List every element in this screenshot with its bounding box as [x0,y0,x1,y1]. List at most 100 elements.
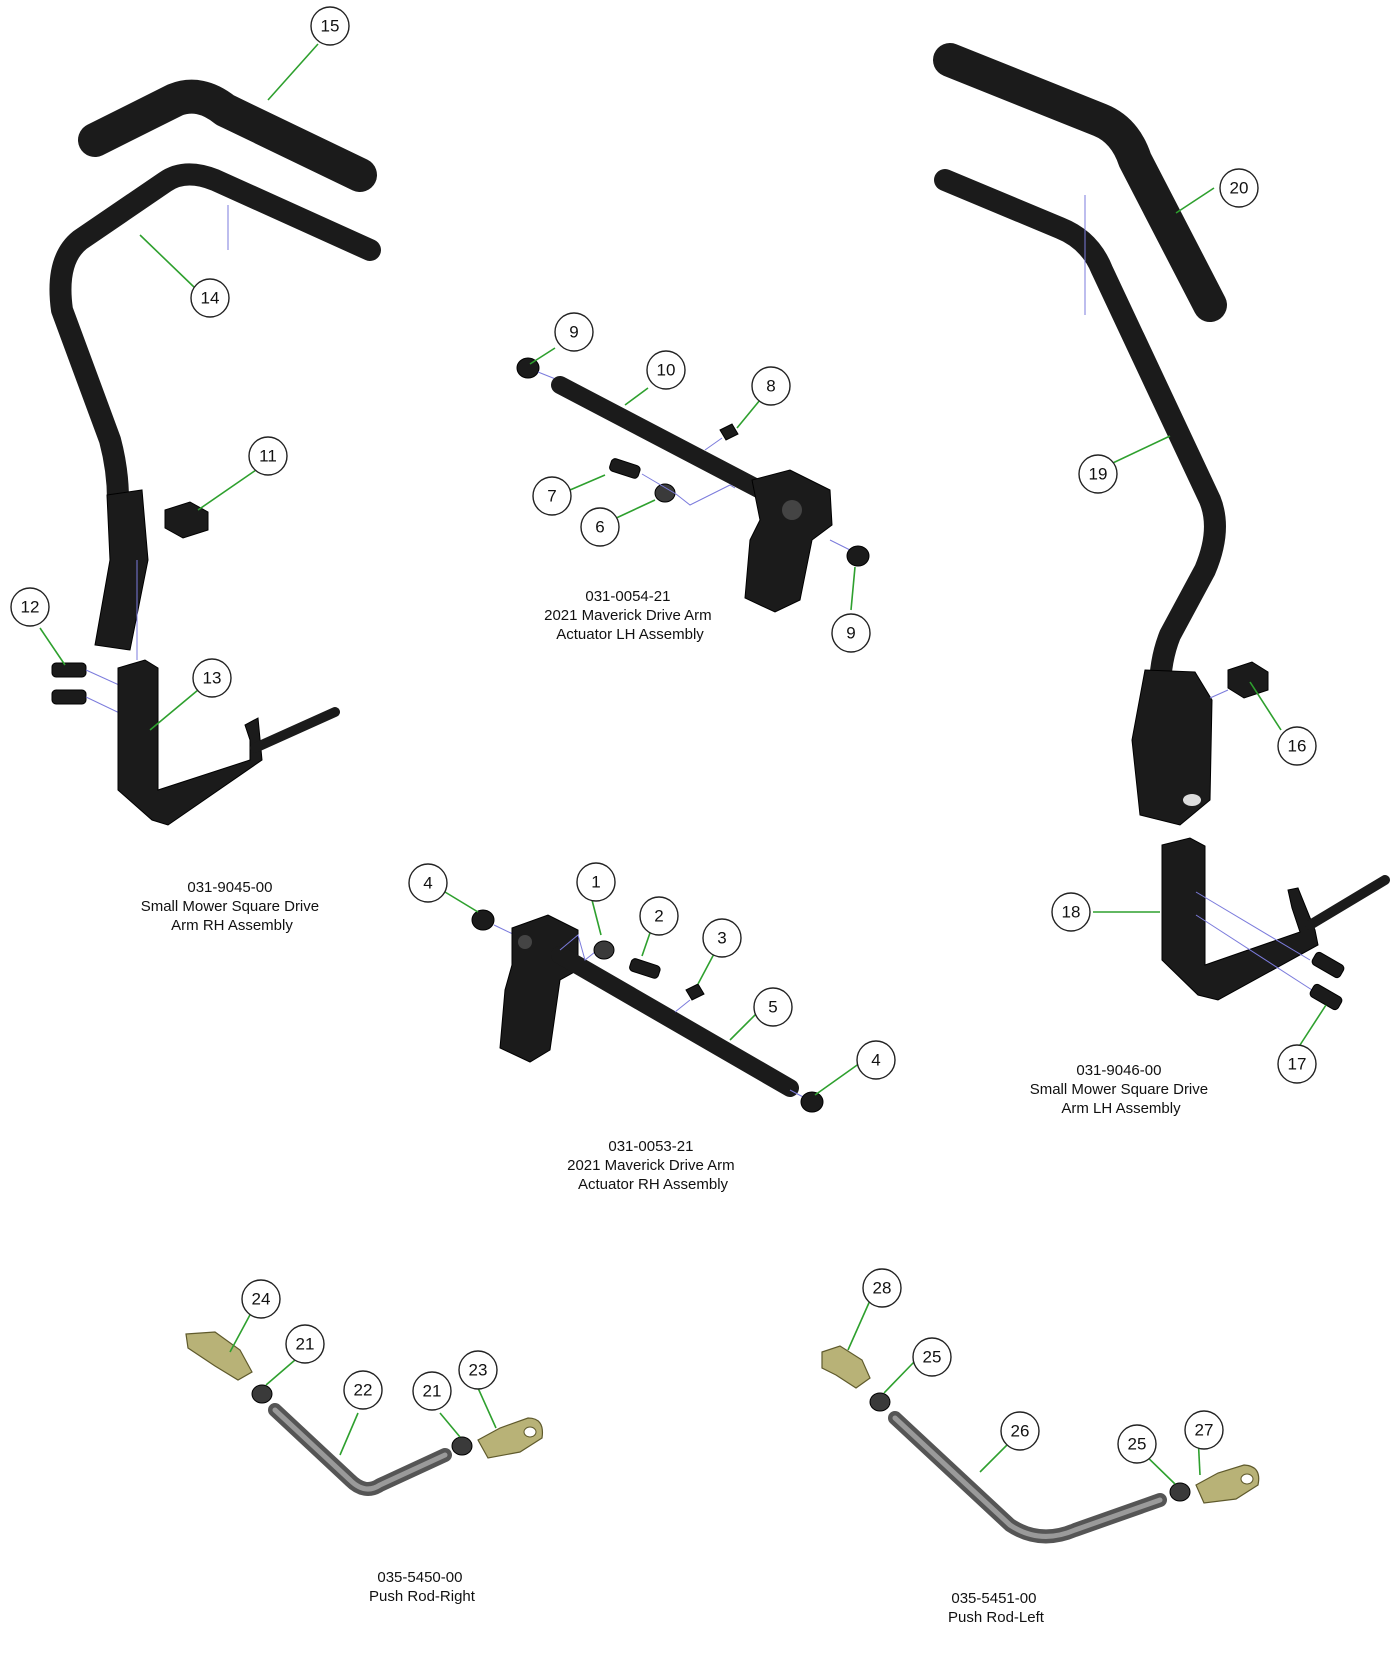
callout-1: 1 [576,862,616,902]
svg-text:28: 28 [873,1279,892,1298]
callout-19: 19 [1078,454,1118,494]
callout-25-left: 25 [912,1337,952,1377]
svg-text:13: 13 [203,669,222,688]
callout-21-left: 21 [285,1324,325,1364]
bolts-12 [51,662,87,705]
rod-end-27 [1195,1464,1260,1504]
bolts-17 [1309,951,1345,1011]
svg-text:24: 24 [252,1290,271,1309]
callout-21-right: 21 [412,1371,452,1411]
svg-text:3: 3 [717,929,726,948]
actuator-lh-assembly [516,357,870,613]
shaft-13 [250,707,340,753]
bracket-18 [1161,837,1319,1001]
jam-nut-21-right [451,1436,473,1456]
bolt-2 [629,958,661,979]
rod-end-23 [477,1417,544,1459]
callout-28: 28 [862,1268,902,1308]
callout-15: 15 [310,6,350,46]
svg-text:23: 23 [469,1361,488,1380]
callout-10: 10 [646,350,686,390]
svg-text:18: 18 [1062,903,1081,922]
callout-25-right: 25 [1117,1424,1157,1464]
insert-16 [1227,661,1269,699]
callout-9-bottom: 9 [831,613,871,653]
callout-3: 3 [702,918,742,958]
svg-text:6: 6 [595,518,604,537]
cap-4-bottom [800,1091,824,1113]
cap-9-top [516,357,540,379]
svg-text:12: 12 [21,598,40,617]
callout-22: 22 [343,1370,383,1410]
nipple-8 [719,423,739,441]
shaft-10 [551,376,779,504]
svg-text:4: 4 [423,874,432,893]
bolt-7 [609,458,641,479]
drive-arm-lh-assembly [933,43,1390,1011]
callout-11: 11 [248,436,288,476]
callouts: 15 14 11 12 13 9 10 8 7 6 9 20 19 16 18 … [10,6,1317,1464]
leader-lines [39,43,1327,1485]
ball-joint-28 [821,1345,871,1389]
handle-tube-14 [49,163,381,511]
insert-11 [164,501,209,539]
svg-text:15: 15 [321,17,340,36]
callout-24: 24 [241,1279,281,1319]
push-rod-right-assembly [185,1331,544,1496]
callout-17: 17 [1277,1044,1317,1084]
caption-drive-arm-rh: 031-9045-00 Small Mower Square Drive Arm… [141,879,324,934]
svg-text:26: 26 [1011,1422,1030,1441]
callout-27: 27 [1184,1410,1224,1450]
callout-4-bottom: 4 [856,1040,896,1080]
ball-joint-24 [185,1331,253,1381]
svg-text:17: 17 [1288,1055,1307,1074]
drive-arm-rh-assembly [49,79,381,826]
handle-lower-14 [94,489,149,651]
svg-text:4: 4 [871,1051,880,1070]
caption-actuator-lh: 031-0054-21 2021 Maverick Drive Arm Actu… [544,588,716,643]
svg-text:21: 21 [296,1335,315,1354]
svg-text:20: 20 [1230,179,1249,198]
callout-16: 16 [1277,726,1317,766]
callout-9-top: 9 [554,312,594,352]
svg-text:5: 5 [768,998,777,1017]
grip-15 [78,79,377,192]
handle-tube-19 [934,169,1226,701]
callout-5: 5 [753,987,793,1027]
caption-actuator-rh: 031-0053-21 2021 Maverick Drive Arm Actu… [567,1138,739,1193]
svg-text:8: 8 [766,377,775,396]
svg-text:25: 25 [923,1348,942,1367]
actuator-body-rh [499,914,579,1063]
callout-12: 12 [10,587,50,627]
svg-text:11: 11 [259,447,277,466]
jam-nut-25-right [1169,1482,1191,1502]
callout-7: 7 [532,476,572,516]
callout-13: 13 [192,658,232,698]
callout-23: 23 [458,1350,498,1390]
nipple-3 [685,983,705,1001]
svg-text:19: 19 [1089,465,1108,484]
push-rod-22 [268,1403,452,1496]
handle-lower-19 [1131,669,1213,826]
actuator-body-lh [744,469,833,613]
nut-1 [593,940,615,960]
bracket-13 [117,659,263,826]
assembly-captions: 031-9045-00 Small Mower Square Drive Arm… [141,588,1213,1626]
svg-text:7: 7 [547,487,556,506]
cap-9-bottom [846,545,870,567]
nut-6 [654,483,676,503]
jam-nut-21-left [251,1384,273,1404]
callout-8: 8 [751,366,791,406]
callout-6: 6 [580,507,620,547]
caption-push-rod-left: 035-5451-00 Push Rod-Left [948,1590,1045,1626]
shaft-18 [1305,875,1390,930]
svg-text:22: 22 [354,1381,373,1400]
jam-nut-25-left [869,1392,891,1412]
svg-text:10: 10 [657,361,676,380]
svg-text:21: 21 [423,1382,442,1401]
callout-20: 20 [1219,168,1259,208]
svg-text:1: 1 [591,873,600,892]
svg-text:9: 9 [569,323,578,342]
svg-text:16: 16 [1288,737,1307,756]
caption-drive-arm-lh: 031-9046-00 Small Mower Square Drive Arm… [1030,1062,1213,1117]
